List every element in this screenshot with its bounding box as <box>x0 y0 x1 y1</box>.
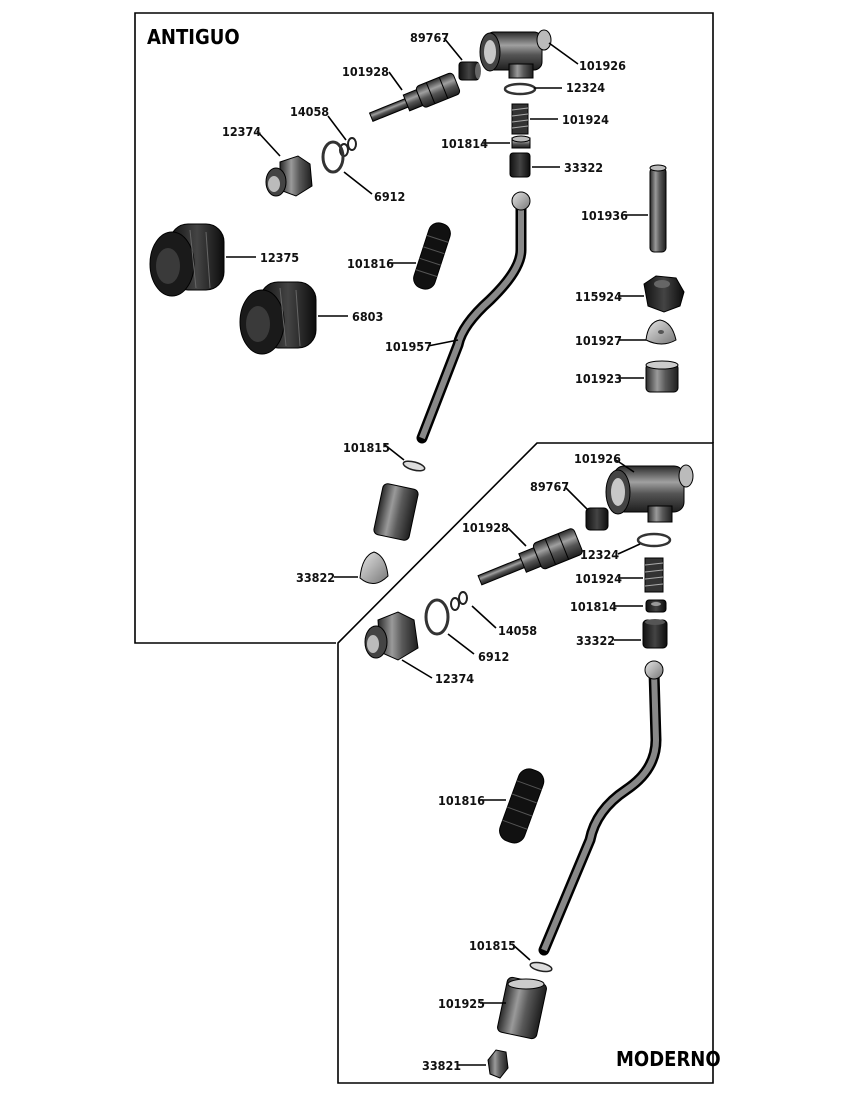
label-101816-m: 101816 <box>438 793 485 808</box>
grip-101816-part <box>413 222 451 290</box>
seal-33322-moderno-part <box>642 619 668 649</box>
moderno-title: MODERNO <box>616 1047 721 1071</box>
label-12375-a: 12375 <box>260 250 299 265</box>
label-6912-m: 6912 <box>478 649 509 664</box>
washer-6912-moderno-part <box>424 598 450 636</box>
label-89767-m: 89767 <box>530 479 569 494</box>
label-14058-a: 14058 <box>290 104 329 119</box>
oring-12324-moderno-part <box>636 532 672 548</box>
seat-101814-part <box>511 135 531 149</box>
label-101924-m: 101924 <box>575 571 622 586</box>
seat-101814-moderno-part <box>645 599 667 613</box>
label-101814-a: 101814 <box>441 136 488 151</box>
nut-12374-moderno-part <box>364 611 419 661</box>
nut-115924-part <box>643 275 685 313</box>
label-33822-a: 33822 <box>296 570 335 585</box>
stem-101928-moderno-part <box>477 528 583 586</box>
label-101928-m: 101928 <box>462 520 509 535</box>
label-101928-a: 101928 <box>342 64 389 79</box>
antiguo-title: ANTIGUO <box>147 25 240 49</box>
grip-101816-moderno-part <box>499 768 545 844</box>
label-101815-a: 101815 <box>343 440 390 455</box>
nut-12374-part <box>265 155 313 197</box>
label-101814-m: 101814 <box>570 599 617 614</box>
label-12374-m: 12374 <box>435 671 474 686</box>
label-14058-m: 14058 <box>498 623 537 638</box>
tip-33822-part <box>359 551 389 584</box>
nut-101925-moderno-part <box>497 976 547 1040</box>
label-101927-a: 101927 <box>575 333 622 348</box>
oring-101815-moderno-part <box>529 961 553 973</box>
spring-101924-moderno-part <box>644 557 664 593</box>
cap-89767-moderno-part <box>585 507 609 531</box>
knob-12375-part <box>149 223 225 297</box>
label-101924-a: 101924 <box>562 112 609 127</box>
label-33322-a: 33322 <box>564 160 603 175</box>
valve-body-part <box>479 29 552 79</box>
oring-14058-moderno-part <box>450 591 468 611</box>
antiguo-frame <box>134 12 714 644</box>
nut-lower-antiguo-part <box>373 483 419 541</box>
tip-tube-101936-part <box>649 164 667 253</box>
spring-101924-part <box>511 103 529 135</box>
steam-wand-moderno-part <box>538 660 664 956</box>
label-101926-a: 101926 <box>579 58 626 73</box>
oring-12324-part <box>503 82 537 96</box>
seal-33322-part <box>509 152 531 178</box>
steam-wand-101957-part <box>416 191 531 444</box>
washer-6912-part <box>321 140 345 174</box>
moderno-frame <box>337 442 714 1084</box>
label-33821-m: 33821 <box>422 1058 461 1073</box>
cap-89767-part <box>458 61 481 81</box>
label-101936-a: 101936 <box>581 208 628 223</box>
label-33322-m: 33322 <box>576 633 615 648</box>
label-12374-a: 12374 <box>222 124 261 139</box>
tip-101927-part <box>645 319 677 345</box>
label-6912-a: 6912 <box>374 189 405 204</box>
label-101815-m: 101815 <box>469 938 516 953</box>
label-115924-a: 115924 <box>575 289 622 304</box>
tip-33821-moderno-part <box>487 1049 509 1079</box>
label-6803-a: 6803 <box>352 309 383 324</box>
knob-6803-part <box>239 281 317 355</box>
label-12324-m: 12324 <box>580 547 619 562</box>
valve-body-moderno-part <box>605 464 694 523</box>
label-101923-a: 101923 <box>575 371 622 386</box>
label-101925-m: 101925 <box>438 996 485 1011</box>
sleeve-101923-part <box>645 360 679 393</box>
moderno-labels: 101926 89767 101928 12324 101924 101814 … <box>401 451 643 1073</box>
label-89767-a: 89767 <box>410 30 449 45</box>
label-101926-m: 101926 <box>574 451 621 466</box>
label-12324-a: 12324 <box>566 80 605 95</box>
label-101957-a: 101957 <box>385 339 432 354</box>
label-101816-a: 101816 <box>347 256 394 271</box>
oring-101815-part <box>402 460 426 472</box>
stem-101928-part <box>368 72 461 122</box>
antiguo-labels: 89767 101926 101928 12324 14058 101924 1… <box>222 30 648 585</box>
